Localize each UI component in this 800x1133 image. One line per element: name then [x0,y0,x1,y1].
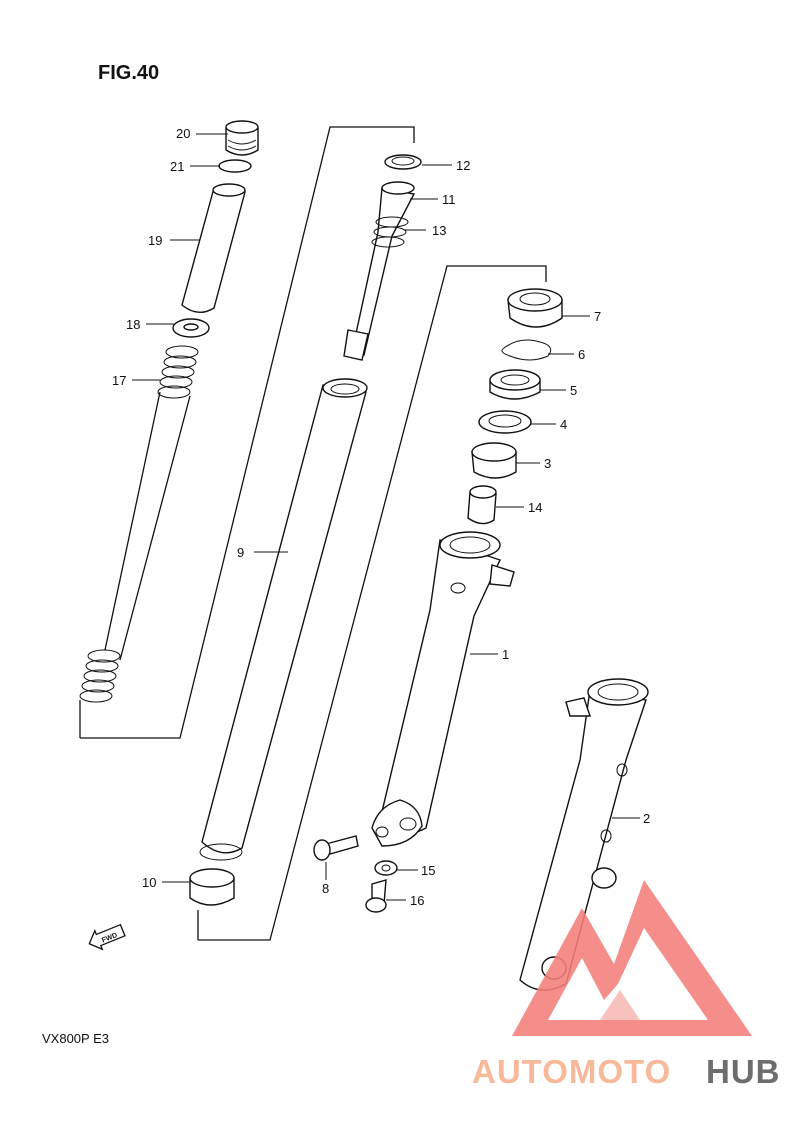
model-code: VX800P E3 [42,1031,109,1046]
part-dust-seal [507,288,563,328]
callout-3: 3 [544,456,551,471]
part-allen-bolt [313,835,359,861]
part-guide-bushing [471,442,517,479]
part-oil-lock-piece [467,485,497,525]
part-slide-bushing [189,868,235,906]
part-drain-bolt [365,879,387,913]
callout-12: 12 [456,158,470,173]
callout-13: 13 [432,223,446,238]
part-o-ring [218,159,252,173]
callout-20: 20 [176,126,190,141]
figure-title: FIG.40 [98,62,159,84]
part-outer-tube-left [371,531,515,847]
part-inner-tube [199,378,368,861]
callout-7: 7 [594,309,601,324]
callout-1: 1 [502,647,509,662]
callout-16: 16 [410,893,424,908]
part-fork-spring [79,345,199,703]
callout-2: 2 [643,811,650,826]
callout-4: 4 [560,417,567,432]
callout-10: 10 [142,875,156,890]
part-seal-washer [478,410,532,434]
part-oil-seal [489,369,541,400]
part-washer [172,318,210,338]
callout-9: 9 [237,545,244,560]
callout-15: 15 [421,863,435,878]
callout-11: 11 [442,192,456,207]
callout-6: 6 [578,347,585,362]
part-top-ring [384,154,422,170]
callout-21: 21 [170,159,184,174]
callout-18: 18 [126,317,140,332]
callout-8: 8 [322,881,329,896]
part-spacer-tube [181,183,246,313]
assembly-bracket-right [197,265,547,941]
watermark-text-hub: HUB [706,1053,781,1090]
callout-14: 14 [528,500,542,515]
part-damper-rod [343,181,416,361]
callout-19: 19 [148,233,162,248]
part-gasket [374,860,398,876]
fwd-arrow-icon: FWD [88,923,126,951]
assembly-bracket-left [79,126,415,739]
part-cap-bolt [225,120,259,156]
watermark-text-automoto: AUTOMOTO [472,1053,671,1090]
callout-17: 17 [112,373,126,388]
callout-5: 5 [570,383,577,398]
part-outer-tube-right [519,678,649,991]
part-stopper-ring [501,339,552,361]
watermark-logo-icon [512,880,752,1036]
leader-lines [132,133,640,901]
